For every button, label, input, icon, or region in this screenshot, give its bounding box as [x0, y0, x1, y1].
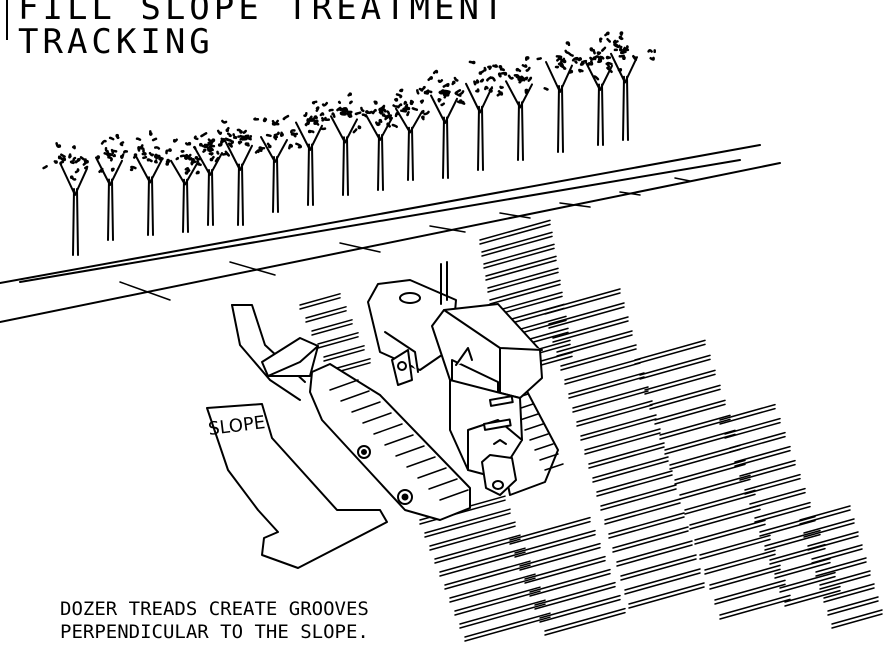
tree	[388, 87, 444, 180]
tree	[78, 134, 137, 240]
tree	[491, 64, 548, 160]
tree	[44, 143, 103, 255]
tree	[205, 121, 264, 225]
tree	[452, 61, 507, 170]
tree	[358, 101, 411, 190]
tree	[321, 92, 369, 195]
tree	[578, 39, 625, 145]
tree	[121, 131, 177, 235]
tree-line	[44, 31, 655, 255]
caption-line-2: PERPENDICULAR TO THE SLOPE.	[60, 621, 369, 643]
tree	[526, 41, 590, 152]
caption-line-1: DOZER TREADS CREATE GROOVES	[60, 598, 369, 620]
tree	[291, 102, 340, 205]
tree	[417, 71, 475, 178]
